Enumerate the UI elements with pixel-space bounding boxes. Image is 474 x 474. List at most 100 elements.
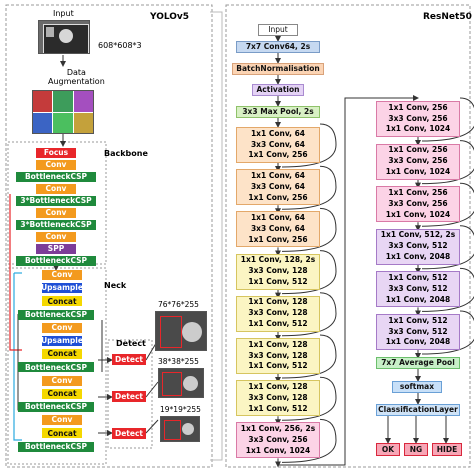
rn-skip-connection [281,292,337,337]
rn-conv-layer: 1x1 Conv, 512 [388,315,448,325]
rn-conv-layer: 3x3 Conv, 64 [250,139,306,149]
rn-maxpool: 3x3 Max Pool, 2s [236,106,320,118]
rn-conv-layer: 1x1 Conv, 512 [388,273,448,283]
neck-layer-bottleneckcsp: BottleneckCSP [18,441,94,452]
rn-skip-connection [421,182,474,227]
backbone-layer-3-bottleneckcsp: 3*BottleneckCSP [16,196,96,206]
rn-skip-connection [281,334,337,379]
yolo-input-size: 608*608*3 [98,41,142,50]
rn-skip-connection [281,207,337,252]
rn-conv-layer: 1x1 Conv, 1024 [245,445,311,455]
neck-layer-bottleneckcsp: BottleneckCSP [18,309,94,320]
rn-conv-layer: 3x3 Conv, 256 [248,434,308,444]
rn-skip-connection [421,225,474,270]
rn-conv-layer: 1x1 Conv, 512 [248,319,308,329]
aug-tile [33,112,53,133]
aug-tile [53,112,73,133]
detect-button-2: Detect [112,391,146,402]
rn-output-ng: NG [404,443,428,456]
neck-layer-bottleneckcsp: BottleneckCSP [18,402,94,412]
backbone-layer-conv: Conv [36,184,76,194]
detect-button-3: Detect [112,428,146,439]
aug-tile [53,91,73,112]
rn-conv-layer: 1x1 Conv, 64 [250,128,306,138]
rn-conv-layer: 1x1 Conv, 256 [248,234,308,244]
rn-conv-layer: 1x1 Conv, 1024 [385,124,451,134]
neck-layer-conv: Conv [42,270,82,280]
backbone-layer-focus: Focus [36,148,76,158]
rn-batchnorm: BatchNormalisation [232,63,324,75]
rn-conv-layer: 1x1 Conv, 128 [248,381,308,391]
rn-conv-layer: 3x3 Conv, 64 [250,181,306,191]
rn-conv-layer: 1x1 Conv, 512 [248,277,308,287]
neck-layer-upsample: Upsample [41,283,83,294]
rn-conv-layer: 3x3 Conv, 128 [248,308,308,318]
backbone-layer-3-bottleneckcsp: 3*BottleneckCSP [16,220,96,230]
rn-conv-layer: 1x1 Conv, 128 [248,297,308,307]
backbone-layer-bottleneckcsp: BottleneckCSP [16,256,96,266]
rn-activation: Activation [252,84,304,96]
rn-conv-layer: 1x1 Conv, 256 [248,150,308,160]
rn-conv-layer: 3x3 Conv, 256 [388,156,448,166]
yolo-title: YOLOv5 [150,12,190,22]
backbone-layer-conv: Conv [36,208,76,218]
rn-conv-layer: 3x3 Conv, 512 [388,241,448,251]
rn-conv-layer: 1x1 Conv, 128 [248,339,308,349]
rn-conv-layer: 1x1 Conv, 512, 2s [380,230,456,240]
scale-label-76: 76*76*255 [158,300,199,309]
augmented-image-grid [32,90,94,134]
rn-output-ok: OK [376,443,400,456]
rn-skip-connection [421,140,474,185]
resnet-title: ResNet50 [423,12,472,22]
rn-conv-layer: 1x1 Conv, 64 [250,170,306,180]
neck-layer-concat: Concat [42,428,82,439]
detect-output-image-76 [155,311,207,351]
rn-skip-connection [421,97,474,142]
rn-conv-layer: 1x1 Conv, 256 [388,187,448,197]
neck-layer-conv: Conv [42,415,82,426]
neck-layer-upsample: Upsample [41,336,83,346]
rn-conv-layer: 3x3 Conv, 128 [248,266,308,276]
rn-conv-layer: 1x1 Conv, 1024 [385,167,451,177]
neck-label: Neck [104,281,127,290]
rn-conv-layer: 1x1 Conv, 2048 [385,337,451,347]
rn-conv-layer: 3x3 Conv, 128 [248,350,308,360]
aug-tile [73,112,93,133]
backbone-label: Backbone [104,149,148,158]
rn-skip-connection [281,250,337,295]
rn-conv-layer: 1x1 Conv, 64 [250,213,306,223]
backbone-layer-conv: Conv [36,160,76,170]
rn-conv-layer: 1x1 Conv, 1024 [385,209,451,219]
data-augmentation-label: Data Augmentation [48,68,105,87]
backbone-layer-bottleneckcsp: BottleneckCSP [16,172,96,182]
rn-skip-connection [281,165,337,210]
rn-skip-connection [281,123,337,168]
neck-layer-concat: Concat [42,349,82,360]
neck-layer-conv: Conv [42,322,82,333]
rn-column-bridge [278,95,419,466]
rn-conv-layer: 1x1 Conv, 512 [248,403,308,413]
yolo-input-label: Input [53,9,74,18]
aug-tile [33,91,53,112]
rn-conv-layer: 1x1 Conv, 256 [388,102,448,112]
aug-tile [73,91,93,112]
rn-conv-layer: 1x1 Conv, 512 [248,361,308,371]
scale-label-38: 38*38*255 [158,357,199,366]
detect-label: Detect [116,339,146,348]
detect-output-image-38 [158,368,204,398]
rn-avgpool: 7x7 Average Pool [376,357,460,369]
rn-conv-layer: 3x3 Conv, 512 [388,326,448,336]
